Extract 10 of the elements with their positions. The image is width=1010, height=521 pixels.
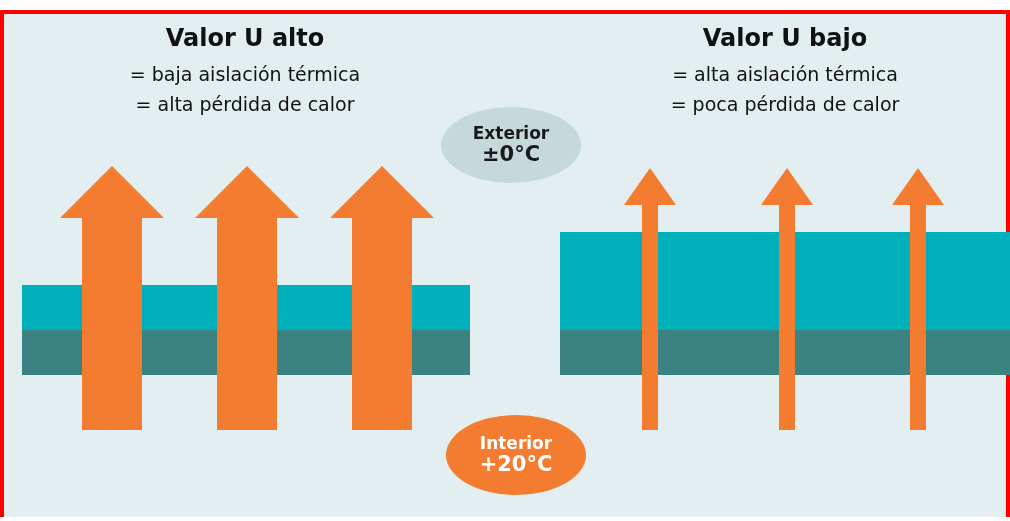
description-text: = baja aislación térmica <box>129 63 361 85</box>
description-text: = alta pérdida de calor <box>135 93 355 115</box>
description-text: = alta aislación térmica <box>672 63 898 85</box>
temperature-value: +20°C <box>479 452 553 476</box>
place-label: Exterior <box>472 124 550 143</box>
description-text: = poca pérdida de calor <box>670 93 900 115</box>
column-heading: Valor U alto <box>165 24 325 52</box>
place-label: Interior <box>479 434 553 453</box>
column-heading: Valor U bajo <box>702 24 868 52</box>
temperature-value: ±0°C <box>481 142 541 166</box>
